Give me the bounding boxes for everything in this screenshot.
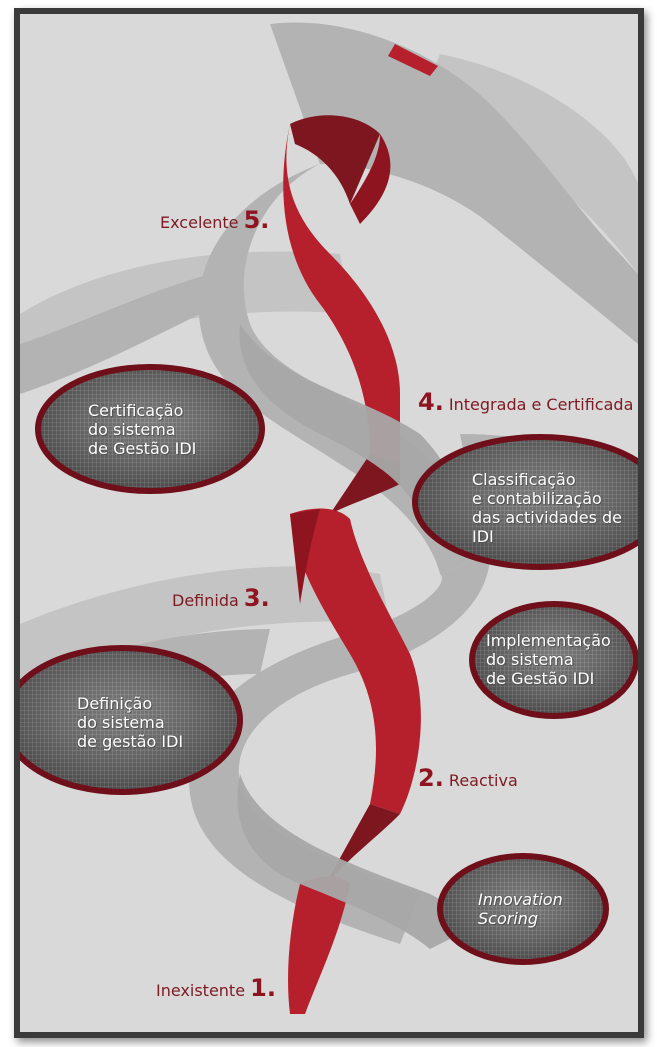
milestone-line: Definição (77, 694, 153, 713)
level-number: 5. (243, 206, 270, 234)
level-number: 1. (250, 974, 276, 1002)
helix-diagram (20, 22, 638, 1014)
level-2-label: 2. Reactiva (418, 764, 518, 792)
milestone-line: de gestão IDI (77, 732, 184, 751)
level-name: Inexistente (156, 981, 246, 1000)
level-name: Definida (172, 591, 239, 610)
level-3-label: Definida 3. (172, 584, 270, 612)
milestone-line: do sistema (77, 713, 165, 732)
milestone-definicao-text: Definição do sistema de gestão IDI (77, 694, 183, 751)
milestone-bubble-certificacao (35, 364, 265, 494)
milestone-line: Scoring (478, 909, 539, 928)
diagram-frame: Excelente 5. 4. Integrada e Certificada … (14, 8, 644, 1038)
level-number: 4. (418, 388, 444, 416)
milestone-line: Classificação (472, 470, 576, 489)
level-4-label: 4. Integrada e Certificada (418, 388, 633, 416)
grey-ribbon-front (237, 324, 470, 949)
milestone-line: Certificação (88, 401, 184, 420)
milestone-bubble-implementacao (469, 601, 638, 719)
level-number: 2. (418, 764, 444, 792)
milestone-line: do sistema (486, 650, 574, 669)
milestone-line: das actividades de IDI (472, 508, 622, 546)
milestone-line: Implementação (486, 631, 611, 650)
milestone-line: de Gestão IDI (88, 439, 197, 458)
level-5-label: Excelente 5. (160, 206, 269, 234)
milestone-classificacao-text: Classificação e contabilização das activ… (472, 470, 638, 546)
level-number: 3. (243, 584, 270, 612)
milestone-certificacao-text: Certificação do sistema de Gestão IDI (88, 401, 196, 458)
level-name: Integrada e Certificada (448, 395, 634, 414)
level-name: Excelente (160, 213, 239, 232)
level-name: Reactiva (448, 771, 518, 790)
milestone-line: e contabilização (472, 489, 602, 508)
level-1-label: Inexistente 1. (156, 974, 276, 1002)
milestone-line: Innovation (478, 890, 563, 909)
milestone-line: de Gestão IDI (486, 669, 595, 688)
milestone-innovation-text: Innovation Scoring (478, 890, 563, 928)
red-ribbon (283, 44, 438, 1014)
milestone-implementacao-text: Implementação do sistema de Gestão IDI (486, 631, 611, 688)
milestone-bubble-innovation (437, 853, 609, 965)
milestone-bubble-classificacao (412, 434, 638, 570)
milestone-bubble-definicao (20, 645, 243, 795)
milestone-line: do sistema (88, 420, 176, 439)
